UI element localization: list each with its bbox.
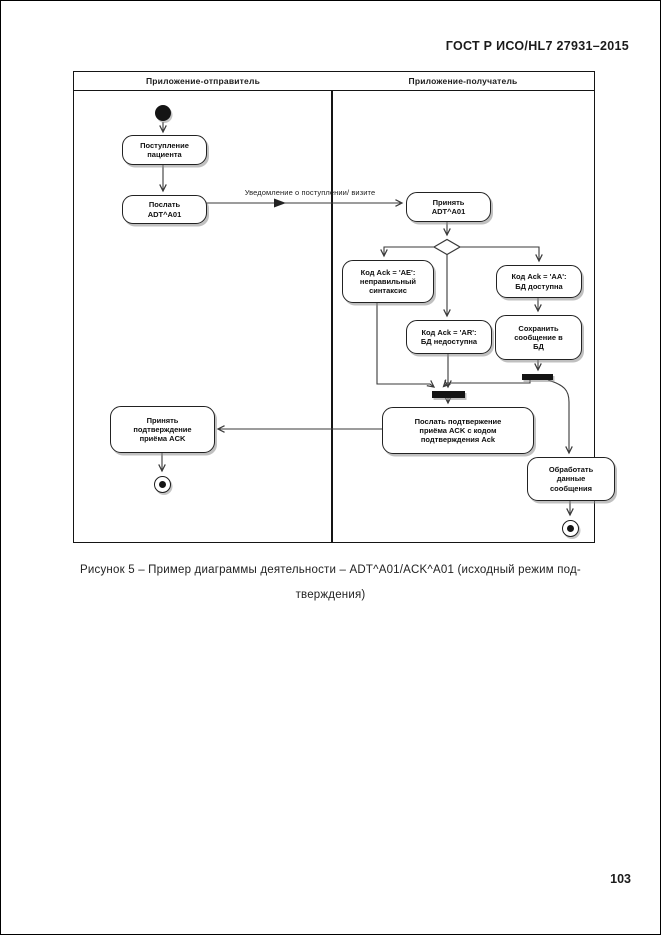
connector-decision-to-aa bbox=[460, 246, 543, 263]
activity-admit-patient-label: Поступление пациента bbox=[140, 140, 189, 159]
activity-receive-ack-label: Принять подтверждение приёма ACK bbox=[133, 415, 192, 444]
figure-caption: Рисунок 5 – Пример диаграммы деятельност… bbox=[80, 564, 581, 601]
activity-receive-ack: Принять подтверждение приёма ACK bbox=[110, 406, 215, 453]
lane-header-receiver: Приложение-получатель bbox=[408, 76, 518, 86]
end-node-sender-dot bbox=[159, 481, 166, 488]
activity-ack-ae: Код Ack = 'AE': неправильный синтаксис bbox=[342, 260, 434, 303]
activity-send-adt: Послать ADT^A01 bbox=[122, 195, 207, 224]
connector-lines bbox=[158, 122, 574, 517]
activity-ack-ar: Код Ack = 'AR': БД недоступна bbox=[406, 320, 492, 354]
activity-send-adt-label: Послать ADT^A01 bbox=[147, 200, 182, 219]
join-bar bbox=[432, 391, 465, 398]
fork-bar bbox=[522, 374, 553, 380]
activity-send-ack: Послать подтвержение приёма ACK с кодом … bbox=[382, 407, 534, 454]
activity-save-message-label: Сохранить сообщение в БД bbox=[514, 323, 563, 352]
activity-admit-patient: Поступление пациента bbox=[122, 135, 207, 165]
activity-ack-ae-label: Код Ack = 'AE': неправильный синтаксис bbox=[359, 267, 417, 296]
lane-header-row: Приложение-отправитель Приложение-получа… bbox=[74, 72, 594, 91]
start-node bbox=[155, 105, 171, 121]
lane-divider bbox=[331, 72, 334, 542]
connector-ae-to-join bbox=[376, 301, 436, 388]
decision-diamond bbox=[432, 238, 462, 256]
connector-fork-to-process bbox=[547, 379, 573, 455]
activity-ack-ar-label: Код Ack = 'AR': БД недоступна bbox=[420, 327, 478, 346]
activity-save-message: Сохранить сообщение в БД bbox=[495, 315, 582, 360]
activity-ack-aa: Код Ack = 'AA': БД доступна bbox=[496, 265, 582, 298]
connector-decision-to-ae bbox=[380, 246, 434, 258]
activity-receive-adt: Принять ADT^A01 bbox=[406, 192, 491, 222]
activity-send-ack-label: Послать подтвержение приёма ACK с кодом … bbox=[414, 416, 502, 445]
page-number: 103 bbox=[610, 872, 631, 886]
activity-process-data: Обработать данные сообщения bbox=[527, 457, 615, 501]
end-node-receiver bbox=[562, 520, 579, 537]
message-arrowhead-icon bbox=[274, 198, 286, 208]
activity-diagram-frame: Приложение-отправитель Приложение-получа… bbox=[73, 71, 615, 543]
activity-process-data-label: Обработать данные сообщения bbox=[548, 465, 594, 493]
activity-ack-aa-label: Код Ack = 'AA': БД доступна bbox=[511, 272, 567, 291]
lane-header-sender: Приложение-отправитель bbox=[145, 76, 261, 86]
end-node-receiver-dot bbox=[567, 525, 574, 532]
connector-fork-to-join bbox=[442, 379, 531, 388]
message-edge-label: Уведомление о поступлении/ визите bbox=[244, 188, 376, 197]
end-node-sender bbox=[154, 476, 171, 493]
document-header: ГОСТ Р ИСО/HL7 27931–2015 bbox=[445, 39, 629, 53]
activity-receive-adt-label: Принять ADT^A01 bbox=[431, 197, 466, 216]
